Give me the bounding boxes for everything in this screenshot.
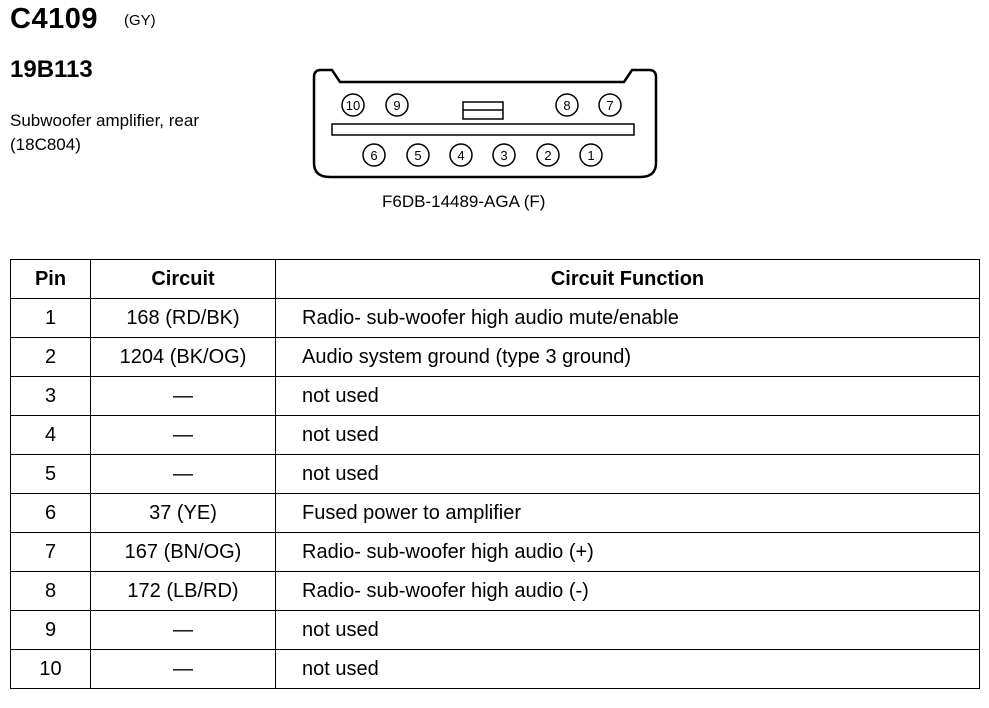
pin-circle — [406, 143, 430, 167]
pin-number: 3 — [500, 148, 507, 163]
table-row: 4—not used — [10, 415, 980, 455]
pin-number: 4 — [457, 148, 464, 163]
connector-face-diagram: 10 9 8 7 6 5 4 3 2 1 — [312, 68, 658, 179]
table-row: 3—not used — [10, 376, 980, 416]
function-cell: Radio- sub-woofer high audio (-) — [275, 571, 980, 611]
pin-number: 1 — [587, 148, 594, 163]
function-cell: not used — [275, 415, 980, 455]
connector-part-label: F6DB-14489-AGA (F) — [382, 192, 546, 211]
circuit-cell: 167 (BN/OG) — [90, 532, 276, 572]
bottom-pin-row: 6 5 4 3 2 1 — [362, 143, 603, 167]
connector-id: C4109 — [10, 3, 98, 35]
pin-cell: 7 — [10, 532, 91, 572]
circuit-cell: 172 (LB/RD) — [90, 571, 276, 611]
function-cell: Audio system ground (type 3 ground) — [275, 337, 980, 377]
pin-circle — [536, 143, 560, 167]
function-cell: Fused power to amplifier — [275, 493, 980, 533]
pin-circle — [385, 93, 409, 117]
circuit-cell: — — [90, 610, 276, 650]
pin-number: 9 — [393, 98, 400, 113]
description-line-1: Subwoofer amplifier, rear — [10, 111, 199, 130]
pin-cell: 10 — [10, 649, 91, 689]
pin-number: 7 — [606, 98, 613, 113]
top-pin-row: 10 9 8 7 — [341, 93, 622, 117]
pin-number: 5 — [414, 148, 421, 163]
header-circuit: Circuit — [90, 259, 276, 299]
pin-circle — [579, 143, 603, 167]
circuit-cell: 1204 (BK/OG) — [90, 337, 276, 377]
pin-number: 8 — [563, 98, 570, 113]
table-row: 9—not used — [10, 610, 980, 650]
pin-cell: 9 — [10, 610, 91, 650]
pin-cell: 8 — [10, 571, 91, 611]
pin-cell: 4 — [10, 415, 91, 455]
function-cell: Radio- sub-woofer high audio (+) — [275, 532, 980, 572]
circuit-cell: 37 (YE) — [90, 493, 276, 533]
circuit-cell: — — [90, 649, 276, 689]
pin-cell: 2 — [10, 337, 91, 377]
description-line-2: (18C804) — [10, 135, 81, 154]
function-cell: not used — [275, 454, 980, 494]
pin-number: 6 — [370, 148, 377, 163]
circuit-cell: — — [90, 454, 276, 494]
pin-cell: 1 — [10, 298, 91, 338]
pin-number: 10 — [346, 98, 360, 113]
table-row: 5—not used — [10, 454, 980, 494]
pin-circle — [362, 143, 386, 167]
table-row: 10—not used — [10, 649, 980, 689]
pin-circle — [598, 93, 622, 117]
function-cell: Radio- sub-woofer high audio mute/enable — [275, 298, 980, 338]
pin-cell: 3 — [10, 376, 91, 416]
pin-cell: 6 — [10, 493, 91, 533]
header-circuit-function: Circuit Function — [275, 259, 980, 299]
pin-circle — [449, 143, 473, 167]
pin-circle — [341, 93, 365, 117]
part-number: 19B113 — [10, 56, 93, 83]
function-cell: not used — [275, 610, 980, 650]
pin-circle — [555, 93, 579, 117]
circuit-cell: — — [90, 415, 276, 455]
function-cell: not used — [275, 649, 980, 689]
connector-divider — [331, 123, 635, 136]
pin-number: 2 — [544, 148, 551, 163]
header-pin: Pin — [10, 259, 91, 299]
table-header-row: Pin Circuit Circuit Function — [10, 259, 980, 299]
connector-description: Subwoofer amplifier, rear (18C804) — [10, 109, 199, 157]
circuit-cell: 168 (RD/BK) — [90, 298, 276, 338]
pin-cell: 5 — [10, 454, 91, 494]
function-cell: not used — [275, 376, 980, 416]
circuit-cell: — — [90, 376, 276, 416]
pin-circle — [492, 143, 516, 167]
connector-color: (GY) — [124, 12, 156, 29]
